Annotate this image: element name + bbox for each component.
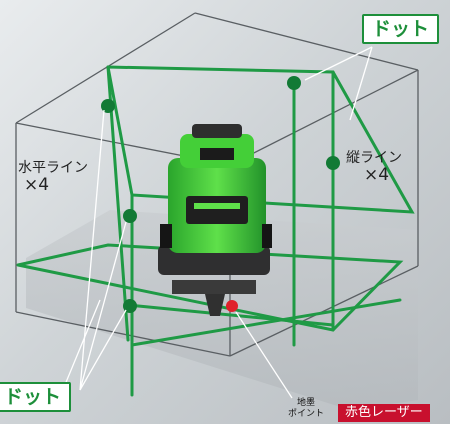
red-ground-point [226,300,238,312]
ground-point-label: 地墨 ポイント [288,399,324,419]
horizontal-line-text: 水平ライン [18,160,88,176]
ground-point-line2: ポイント [288,409,325,419]
laser-floor-line [126,303,335,327]
laser-vertical-left-front [106,65,130,342]
laser-dot-bottom [123,299,137,313]
laser-dot-top [287,76,301,90]
green-laser-lines [16,65,415,397]
laser-level-device [158,124,272,316]
laser-dot-center [123,209,137,223]
vertical-line-text: 縦ライン [346,150,402,166]
red-laser-banner: 赤色レーザー [338,404,430,422]
vertical-line-label: 縦ライン ×4 [346,150,402,184]
floor-plane [26,210,418,410]
laser-floor-line-2 [130,298,402,347]
vertical-line-count: ×4 [364,165,390,185]
laser-dot-left [101,99,115,113]
horizontal-line-count: ×4 [24,175,50,195]
laser-horizontal-upper [106,65,415,214]
dot-callout-top: ドット [362,14,440,44]
callout-arrows [61,46,373,399]
horizontal-line-label: 水平ライン ×4 [18,160,88,194]
dot-callout-bottom: ドット [0,382,72,412]
laser-dot-right [326,156,340,170]
ground-point-line1: 地墨 [297,398,316,408]
